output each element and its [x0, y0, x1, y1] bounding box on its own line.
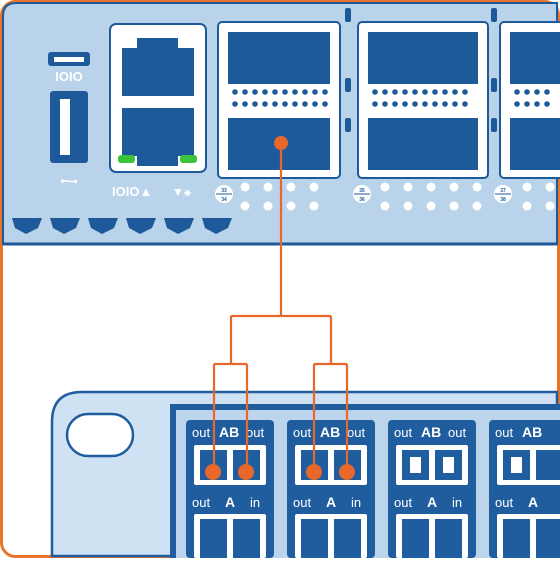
cassette-2-top-left-label: out: [293, 425, 311, 440]
cassette-2-lc-duplex-top[interactable]: [295, 445, 367, 485]
qsfp-connector-dot: [274, 136, 288, 150]
breakout-cable: [212, 143, 349, 470]
cassette-4-bottom-mid-label: A: [528, 494, 538, 510]
usb-port[interactable]: [50, 91, 88, 163]
cassette-1-bottom-mid-label: A: [225, 494, 235, 510]
qsfp-cage-3: [499, 21, 560, 179]
mgmt-label: ▼⚹: [172, 185, 192, 199]
cassette-4-top-left-label: out: [495, 425, 513, 440]
port-number-35: 35: [359, 188, 365, 194]
cassette-2: out AB out out A in: [287, 420, 375, 558]
cassette-1-bottom-left-label: out: [192, 495, 210, 510]
qsfp-port-38[interactable]: [510, 118, 560, 170]
cassette-3-lc-duplex-bottom[interactable]: [396, 514, 468, 558]
qsfp-port-36[interactable]: [368, 118, 478, 170]
cassette-2-bottom-right-label: in: [351, 495, 361, 510]
fiber-leads: [212, 364, 349, 470]
lc-connector-4: [339, 464, 355, 480]
cable-connectors: [205, 136, 355, 480]
cassette-3-bottom-right-label: in: [452, 495, 462, 510]
rj45-port-top[interactable]: [122, 38, 194, 96]
cassette-2-bottom-mid-label: A: [326, 494, 336, 510]
cassette-2-bottom-left-label: out: [293, 495, 311, 510]
cassette-1-top-mid-label: AB: [219, 424, 239, 440]
vent-row: [12, 218, 232, 234]
usb-icon: ⭠⭢: [60, 175, 78, 187]
cassette-3-top-right-label: out: [448, 425, 466, 440]
qsfp-cage-1: [217, 21, 341, 179]
cassette-4-bottom-left-label: out: [495, 495, 513, 510]
port-number-badge-37-38: 37 38: [494, 185, 512, 203]
port-number-38: 38: [500, 197, 506, 203]
cassette-3-lc-duplex-top[interactable]: [396, 445, 468, 485]
cassette-3-top-mid-label: AB: [421, 424, 441, 440]
cassette-1-top-left-label: out: [192, 425, 210, 440]
port-number-36: 36: [359, 197, 365, 203]
cassette-1-lc-duplex-bottom[interactable]: [194, 514, 266, 558]
port-number-37: 37: [500, 188, 506, 194]
cassette-4-top-mid-label: AB: [522, 424, 542, 440]
console-port[interactable]: [48, 52, 90, 66]
cassette-4-lc-duplex-top[interactable]: [497, 445, 560, 485]
rj45-port-bottom[interactable]: [122, 108, 194, 166]
cassette-2-lc-duplex-bottom[interactable]: [295, 514, 367, 558]
mounting-hole: [65, 412, 135, 458]
cassette-1-bottom-right-label: in: [250, 495, 260, 510]
cassette-4: out AB out A: [489, 420, 560, 558]
port-number-badge-33-34: 33 34: [215, 185, 233, 203]
cassette-3-bottom-mid-label: A: [427, 494, 437, 510]
link-led-right: [180, 155, 197, 163]
cassette-1-lc-duplex-top[interactable]: [194, 445, 266, 485]
qsfp-cage-2: [357, 21, 489, 179]
cassette-3-top-left-label: out: [394, 425, 412, 440]
port-number-34: 34: [221, 197, 227, 203]
split-legs: [229, 316, 333, 364]
cassette-3: out AB out out A in: [388, 420, 476, 558]
cassette-1: out AB out out A in: [186, 420, 274, 558]
rj45-port-block: [109, 23, 207, 173]
qsfp-port-37[interactable]: [510, 32, 560, 84]
link-led-left: [118, 155, 135, 163]
cassette-1-top-right-label: out: [246, 425, 264, 440]
cassette-2-top-right-label: out: [347, 425, 365, 440]
cassette-3-bottom-left-label: out: [394, 495, 412, 510]
cassette-4-lc-duplex-bottom[interactable]: [497, 514, 560, 558]
console-label: IOIO▲: [112, 184, 152, 199]
port-number-33: 33: [221, 188, 227, 194]
status-led-rows: [240, 182, 555, 211]
qsfp-port-33[interactable]: [228, 32, 330, 84]
lc-connector-3: [306, 464, 322, 480]
lc-connector-2: [238, 464, 254, 480]
port-number-badge-35-36: 35 36: [353, 185, 371, 203]
cassette-2-top-mid-label: AB: [320, 424, 340, 440]
network-switch: IOIO ⭠⭢ IOIO▲ ▼⚹: [2, 2, 560, 246]
console-symbol: IOIO: [55, 69, 82, 84]
lc-connector-1: [205, 464, 221, 480]
qsfp-port-35[interactable]: [368, 32, 478, 84]
